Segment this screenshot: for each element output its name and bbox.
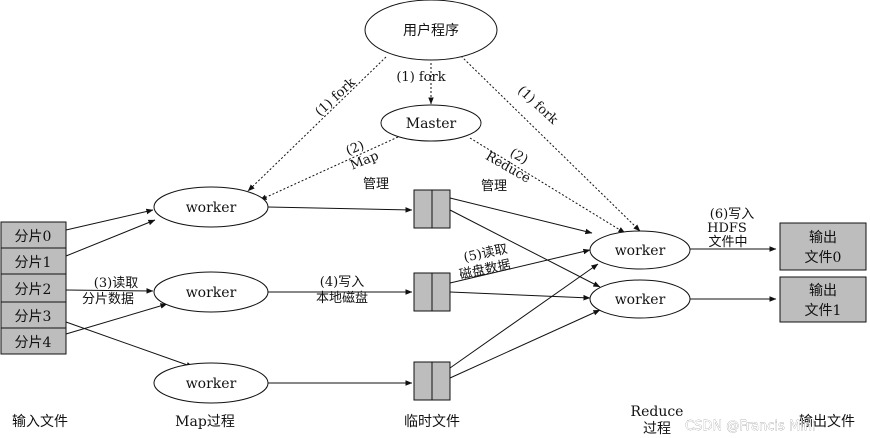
edge-temp3-to-reduce2 — [449, 309, 601, 379]
split-label: 分片0 — [15, 229, 52, 245]
edge-temp3-to-reduce1 — [449, 263, 599, 369]
split-3: 分片3 — [0, 301, 67, 329]
edge-split2-to-worker2 — [65, 288, 154, 294]
hdfs-write-line2: HDFS — [707, 221, 747, 236]
split-label: 分片1 — [15, 255, 52, 271]
output-label-line2: 文件0 — [805, 250, 842, 266]
output-file-0: 输出 文件0 — [779, 222, 867, 271]
output-file-1: 输出 文件1 — [779, 276, 867, 323]
watermark: CSDN @Francis Mini — [685, 419, 816, 434]
edge-worker1-to-temp1 — [267, 206, 413, 213]
reduce-mgmt-line3: 管理 — [481, 179, 507, 194]
edge-temp2-to-reduce1 — [449, 248, 591, 284]
worker-label: worker — [186, 200, 237, 216]
edge-master-to-map-worker — [259, 136, 399, 201]
master-node: Master — [380, 104, 482, 142]
worker-label: worker — [615, 292, 666, 308]
stage-temp-label: 临时文件 — [404, 414, 460, 430]
edge-split3-to-worker3 — [65, 321, 194, 368]
user-program-label: 用户程序 — [403, 22, 459, 39]
split-0: 分片0 — [0, 221, 67, 249]
temp-file-1 — [413, 189, 451, 229]
edge-temp1-to-reduce1 — [449, 197, 593, 235]
split-label: 分片4 — [15, 335, 52, 351]
remote-read-label: (5)读取 磁盘数据 — [458, 242, 512, 283]
split-4: 分片4 — [0, 327, 67, 355]
map-mgmt-line3: 管理 — [363, 177, 389, 192]
stage-output-label: 输出文件 — [799, 414, 855, 430]
edge-temp2-to-reduce2 — [449, 291, 591, 301]
edges — [65, 55, 777, 386]
split-label: 分片3 — [15, 309, 52, 325]
edge-temp1-to-reduce2 — [449, 209, 601, 288]
temp-file-2 — [413, 272, 451, 312]
read-split-line1: (3)读取 — [94, 276, 138, 291]
reduce-worker-1: worker — [589, 230, 691, 270]
fork-left-label: (1) fork — [312, 75, 358, 120]
local-write-line2: 本地磁盘 — [316, 290, 368, 306]
split-label: 分片2 — [15, 282, 52, 298]
master-label: Master — [406, 116, 457, 132]
split-2: 分片2 — [0, 273, 67, 303]
split-1: 分片1 — [0, 247, 67, 275]
map-worker-3: worker — [153, 362, 269, 404]
output-label-line2: 文件1 — [805, 303, 842, 319]
edge-split3-to-worker2 — [65, 303, 168, 335]
edge-split0-to-worker1 — [65, 208, 154, 231]
worker-label: worker — [186, 376, 237, 392]
edge-split1-to-worker1 — [65, 219, 156, 257]
stage-reduce-line1: Reduce — [631, 404, 684, 420]
local-write-line1: (4)写入 — [320, 275, 364, 290]
map-mgmt-label: (2) Map — [344, 138, 381, 173]
map-mgmt-line1: (2) — [344, 138, 367, 159]
map-worker-2: worker — [153, 271, 269, 313]
stage-input-label: 输入文件 — [12, 414, 68, 430]
hdfs-write-line1: (6)写入 — [710, 207, 754, 222]
input-splits: 分片0 分片1 分片2 分片3 分片4 — [0, 221, 67, 355]
edge-fork-to-reduce-worker — [460, 55, 641, 232]
output-label-line1: 输出 — [809, 230, 837, 246]
map-worker-1: worker — [153, 186, 269, 228]
hdfs-write-line3: 文件中 — [708, 235, 747, 250]
reduce-worker-2: worker — [589, 279, 691, 319]
read-split-line2: 分片数据 — [82, 292, 134, 307]
user-program-node: 用户程序 — [364, 0, 498, 61]
temp-file-3 — [413, 361, 451, 401]
stage-map-label: Map过程 — [175, 414, 235, 430]
fork-center-label: (1) fork — [396, 70, 445, 85]
edge-fork-to-map-worker — [247, 56, 387, 192]
worker-label: worker — [186, 285, 237, 301]
worker-label: worker — [615, 243, 666, 259]
output-label-line1: 输出 — [809, 283, 837, 299]
fork-right-label: (1) fork — [514, 83, 560, 128]
stage-reduce-line2: 过程 — [643, 421, 671, 437]
